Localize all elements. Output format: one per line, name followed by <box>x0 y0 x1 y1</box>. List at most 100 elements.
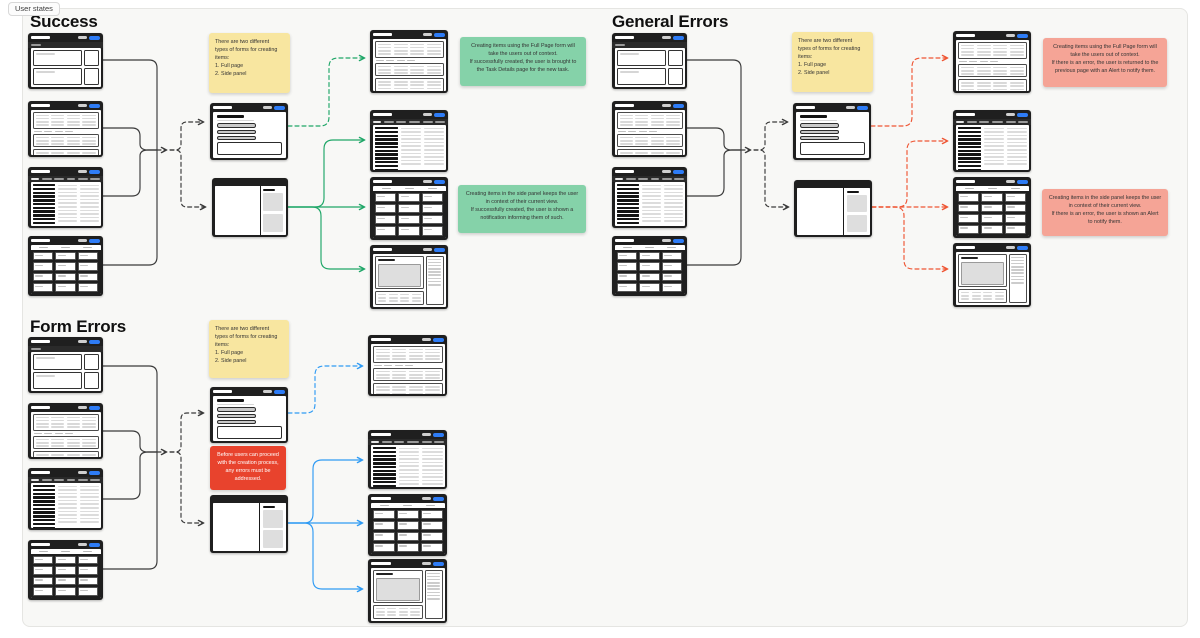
wireframe-detail <box>957 254 1007 303</box>
wireframe-form-errors-source-table[interactable] <box>28 403 103 459</box>
wireframe-general-result-table[interactable] <box>953 31 1031 93</box>
wireframe-detail <box>1006 131 1027 133</box>
wireframe-success-source-table[interactable] <box>28 101 103 157</box>
mini-tabbar <box>953 119 1031 125</box>
mini-list-row <box>400 134 444 137</box>
section-title-form-errors[interactable]: Form Errors <box>30 317 127 336</box>
wireframe-general-full-page-form[interactable] <box>793 103 871 160</box>
mini-list-row <box>641 191 683 194</box>
wireframe-detail <box>82 151 96 154</box>
sticky-note-general-side-panel-note[interactable]: Creating items in the side panel keeps t… <box>1042 189 1168 236</box>
wireframe-detail <box>400 300 410 302</box>
mini-board-card <box>32 566 54 575</box>
wireframe-success-source-list[interactable] <box>28 167 103 228</box>
wireframe-detail <box>993 47 1008 50</box>
wireframe-detail <box>377 50 392 52</box>
wireframe-detail <box>400 145 421 148</box>
wireframe-success-full-page-form[interactable] <box>210 103 288 160</box>
mini-pill-gray <box>662 169 671 174</box>
mini-detail-title <box>377 258 395 261</box>
wireframe-general-source-table[interactable] <box>612 101 687 157</box>
wireframe-detail <box>425 355 440 357</box>
wireframe-detail <box>44 130 52 133</box>
wireframe-detail <box>57 216 77 219</box>
sticky-note-success-full-page-note[interactable]: Creating items using the Full Page form … <box>460 37 586 86</box>
sticky-note-success-side-panel-note[interactable]: Creating items in the side panel keeps t… <box>458 185 586 233</box>
mini-title-line <box>615 104 634 107</box>
page-label-chip[interactable]: User states <box>8 2 60 16</box>
wireframe-general-result-board[interactable] <box>953 177 1031 238</box>
sticky-note-general-full-page-note[interactable]: Creating items using the Full Page form … <box>1043 38 1167 87</box>
sticky-note-form-errors-blocker-note[interactable]: Before users can proceed with the creati… <box>210 446 286 490</box>
wireframe-detail <box>375 534 383 536</box>
wireframe-detail <box>408 121 420 123</box>
mini-title-line <box>213 390 233 393</box>
wireframe-detail <box>1007 227 1016 229</box>
wireframe-detail <box>423 141 444 144</box>
wireframe-success-result-board[interactable] <box>370 177 448 240</box>
mini-table-row <box>619 124 680 127</box>
mini-title-line <box>373 180 393 183</box>
mini-table-group <box>372 605 423 619</box>
wireframe-form-errors-side-panel[interactable] <box>210 495 288 553</box>
mini-board-card <box>421 204 444 214</box>
wireframe-success-side-panel[interactable] <box>212 178 288 237</box>
mini-board-card <box>1004 224 1027 234</box>
sticky-note-form-errors-form-types[interactable]: There are two different types of forms f… <box>209 320 289 378</box>
wireframe-detail <box>1007 216 1016 219</box>
wireframe-detail <box>35 438 49 441</box>
wireframe-general-source-dashboard[interactable] <box>612 33 687 89</box>
wireframe-form-errors-full-page-form[interactable] <box>210 387 288 443</box>
sticky-note-success-form-types[interactable]: There are two different types of forms f… <box>209 33 290 93</box>
wireframe-detail <box>35 275 43 277</box>
wireframe-detail <box>1007 206 1016 208</box>
section-title-general-errors[interactable]: General Errors <box>612 12 729 31</box>
wireframe-general-result-task-details[interactable] <box>953 243 1031 307</box>
wireframe-detail <box>641 198 661 201</box>
mini-list-row <box>399 469 443 471</box>
mini-breadcrumb-bar <box>612 42 687 48</box>
wireframe-detail <box>30 110 101 155</box>
mini-board-card <box>616 272 638 282</box>
wireframe-success-result-table[interactable] <box>370 30 448 93</box>
wireframe-detail <box>663 220 683 223</box>
mini-topbar <box>953 243 1031 252</box>
wireframe-detail <box>408 351 423 354</box>
wireframe-success-result-task-details[interactable] <box>370 245 448 309</box>
wireframe-form-errors-result-list[interactable] <box>368 430 447 489</box>
wireframe-detail <box>61 550 70 553</box>
wireframe-detail <box>375 370 390 373</box>
wireframe-detail <box>410 80 425 83</box>
wireframe-general-result-list[interactable] <box>953 110 1031 172</box>
wireframe-form-errors-result-board[interactable] <box>368 494 447 556</box>
section-title-success[interactable]: Success <box>30 12 98 31</box>
wireframe-general-source-board[interactable] <box>612 236 687 296</box>
mini-list-row <box>983 163 1027 166</box>
wireframe-general-source-list[interactable] <box>612 167 687 228</box>
mini-table-group <box>957 64 1027 78</box>
wireframe-detail <box>377 87 392 90</box>
wireframe-form-errors-result-task-details[interactable] <box>368 559 447 623</box>
wireframe-detail <box>374 168 398 170</box>
mini-list-row <box>57 499 99 502</box>
wireframe-detail <box>619 117 633 120</box>
wireframe-detail <box>1006 156 1027 158</box>
wireframe-detail <box>404 187 414 190</box>
wireframe-success-source-board[interactable] <box>28 236 103 296</box>
wireframe-general-side-panel[interactable] <box>794 180 872 237</box>
wireframe-detail <box>370 568 445 621</box>
wireframe-detail <box>32 519 55 522</box>
wireframe-form-errors-result-table[interactable] <box>368 335 447 396</box>
wireframe-form-errors-source-board[interactable] <box>28 540 103 600</box>
wireframe-detail <box>427 575 440 578</box>
wireframe-detail <box>82 117 96 120</box>
sticky-note-general-form-types[interactable]: There are two different types of forms f… <box>792 32 873 92</box>
wireframe-success-result-list[interactable] <box>370 110 448 172</box>
wireframe-detail <box>983 159 1004 162</box>
wireframe-detail <box>82 416 96 419</box>
mini-title-line <box>31 170 50 173</box>
wireframe-detail <box>1011 272 1024 274</box>
wireframe-form-errors-source-list[interactable] <box>28 468 103 530</box>
wireframe-form-errors-source-dashboard[interactable] <box>28 337 103 393</box>
wireframe-success-source-dashboard[interactable] <box>28 33 103 89</box>
